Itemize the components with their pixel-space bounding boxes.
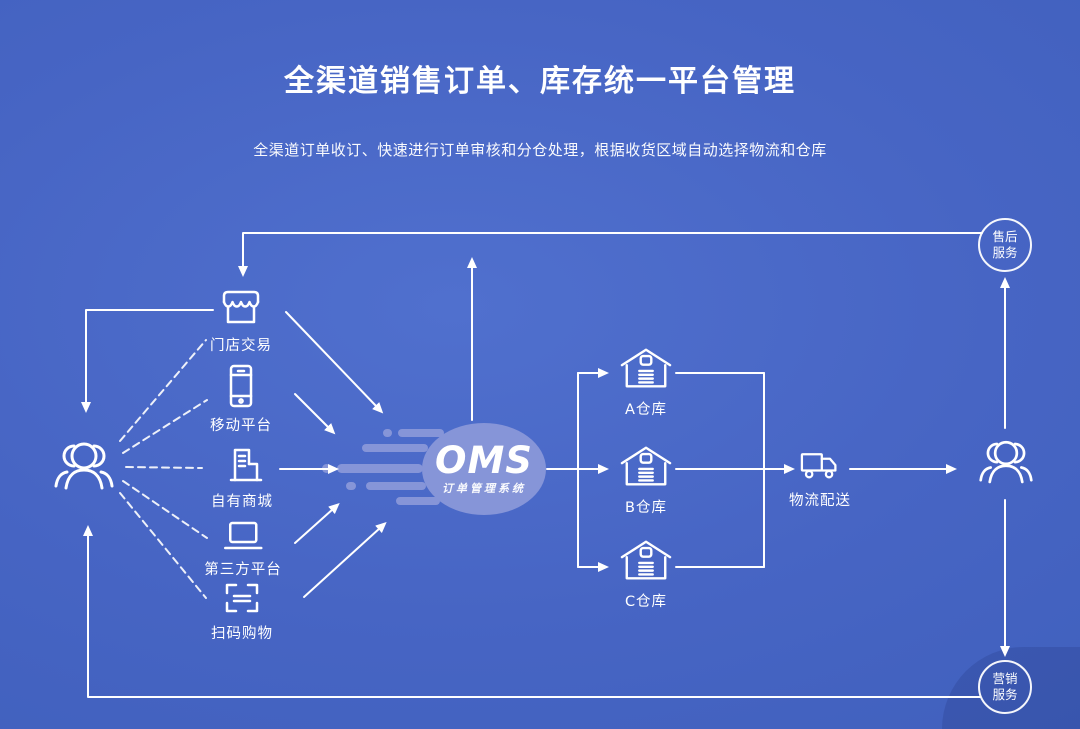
- oms-ball-graphic: [322, 423, 546, 515]
- oms-label: OMS 订单管理系统: [435, 442, 533, 494]
- marketing-badge: 营销服务: [978, 660, 1032, 714]
- customers-group-icon: [979, 440, 1033, 484]
- customers-group-icon: [54, 442, 114, 490]
- warehouse-to-logistics-lines: [675, 372, 795, 568]
- channel-thirdparty: 第三方平台: [204, 518, 282, 579]
- storefront-icon: [222, 290, 260, 324]
- marketing-return-loop-line: [83, 525, 981, 698]
- qr-scan-icon: [225, 583, 259, 613]
- channel-label: 门店交易: [210, 338, 272, 354]
- channel-label: 自有商城: [211, 494, 273, 510]
- warehouse-label: A仓库: [625, 402, 667, 418]
- logistics-label: 物流配送: [789, 493, 851, 509]
- marketing-label: 营销服务: [992, 670, 1018, 702]
- after-sales-label: 售后服务: [992, 228, 1018, 260]
- channel-label: 第三方平台: [204, 562, 282, 578]
- channel-qr: 扫码购物: [211, 578, 273, 643]
- page-title: 全渠道销售订单、库存统一平台管理: [284, 64, 796, 99]
- channel-to-oms-arrows: [279, 311, 387, 598]
- warehouse-b: B仓库: [617, 442, 675, 517]
- oms-caption: 订单管理系统: [441, 482, 526, 495]
- channel-label: 移动平台: [210, 418, 272, 434]
- channel-mall: 自有商城: [211, 444, 273, 511]
- oms-to-warehouse-lines: [546, 368, 609, 572]
- top-return-loop-line: [238, 232, 983, 277]
- after-sales-badge: 售后服务: [978, 218, 1032, 272]
- mall-building-icon: [229, 448, 263, 482]
- warehouse-icon: [620, 446, 672, 486]
- warehouse-label: B仓库: [625, 500, 667, 516]
- smartphone-icon: [229, 364, 253, 408]
- truck-icon: [800, 453, 837, 479]
- customer-to-channel-dashed-rays: [119, 339, 208, 599]
- channel-label: 扫码购物: [211, 626, 273, 642]
- warehouse-a: A仓库: [617, 344, 675, 419]
- store-to-customer-line: [81, 309, 214, 413]
- warehouse-icon: [620, 348, 672, 388]
- logistics-node: 物流配送: [789, 447, 851, 510]
- warehouse-c: C仓库: [617, 536, 675, 611]
- warehouse-label: C仓库: [624, 594, 668, 610]
- page-subtitle: 全渠道订单收订、快速进行订单审核和分仓处理，根据收货区域自动选择物流和仓库: [253, 141, 827, 159]
- oms-title: OMS: [435, 439, 533, 482]
- channel-store: 门店交易: [210, 286, 272, 355]
- laptop-icon: [223, 521, 263, 550]
- channel-mobile: 移动平台: [210, 362, 272, 435]
- warehouse-icon: [620, 540, 672, 580]
